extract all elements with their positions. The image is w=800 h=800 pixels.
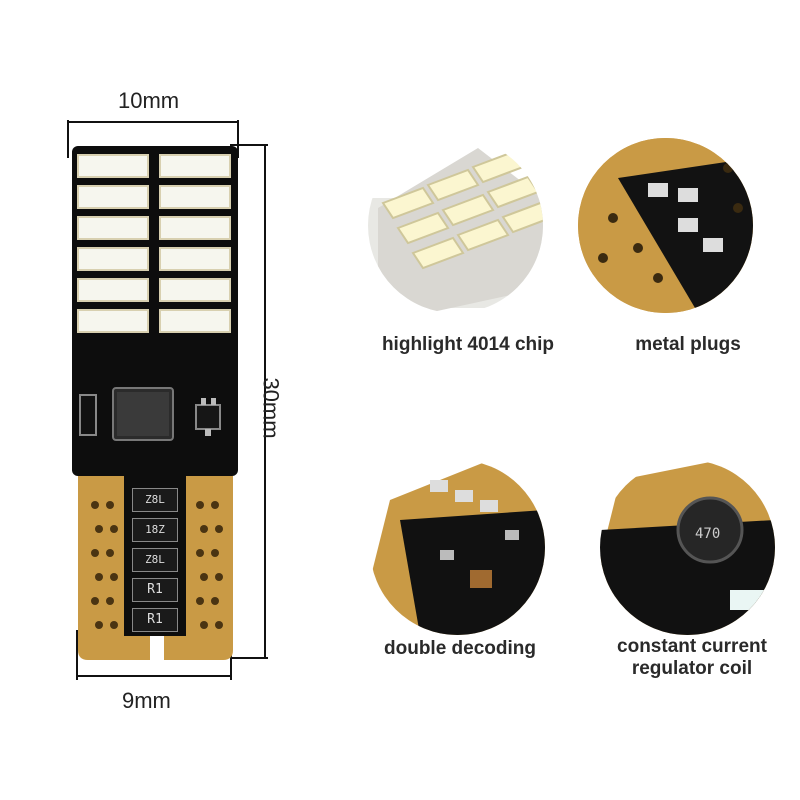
- solder-pad: [95, 525, 103, 533]
- led-chip: [77, 278, 149, 302]
- led-chip-closeup-item: [456, 218, 510, 252]
- solder-pad: [211, 597, 219, 605]
- solder-pad: [110, 525, 118, 533]
- feature-caption-coil: constant current regulator coil: [582, 636, 800, 680]
- resistor-label: R1: [132, 608, 178, 632]
- led-chip: [77, 216, 149, 240]
- height-label: 30mm: [258, 377, 284, 439]
- resistor-label: Z8L: [132, 548, 178, 572]
- solder-pad: [91, 501, 99, 509]
- led-chip-closeup-item: [441, 193, 495, 227]
- solder-pad: [215, 621, 223, 629]
- solder-pad: [106, 597, 114, 605]
- led-chip-closeup-item: [381, 186, 435, 220]
- feature-photo-plugs: [578, 138, 753, 313]
- solder-pad: [91, 597, 99, 605]
- top-width-label: 10mm: [118, 88, 180, 113]
- led-chip: [77, 309, 149, 333]
- solder-pad: [91, 549, 99, 557]
- solder-pad: [200, 573, 208, 581]
- coil-marking: 470: [695, 526, 720, 542]
- feature-caption-coil-line1: constant current: [617, 636, 767, 657]
- coil-closeup: 470: [600, 460, 775, 635]
- led-chip-closeup-item: [426, 168, 480, 202]
- led-chip-closeup-item: [396, 211, 450, 245]
- led-chip-closeup: [368, 148, 543, 313]
- solder-pad: [196, 597, 204, 605]
- solder-pad: [211, 501, 219, 509]
- led-chip: [159, 154, 231, 178]
- feature-caption-chip: highlight 4014 chip: [381, 334, 555, 355]
- metal-plug-closeup: [578, 138, 753, 313]
- led-chip-array: [77, 154, 231, 333]
- solder-pad: [106, 501, 114, 509]
- led-chip: [159, 185, 231, 209]
- resistor-column: Z8L 18Z Z8L R1 R1: [132, 488, 178, 632]
- led-chip-closeup-item: [411, 236, 465, 270]
- transistor: [195, 398, 221, 436]
- led-chip: [159, 247, 231, 271]
- solder-pad: [95, 621, 103, 629]
- bottom-width-label: 9mm: [122, 688, 171, 713]
- decoding-closeup: [370, 460, 545, 635]
- led-chip: [159, 309, 231, 333]
- solder-pad: [215, 573, 223, 581]
- solder-pad: [110, 573, 118, 581]
- diode: [79, 394, 97, 436]
- feature-caption-coil-line2: regulator coil: [631, 658, 753, 679]
- feature-caption-decoding: double decoding: [384, 638, 536, 659]
- solder-pad: [196, 501, 204, 509]
- regulator-chip: [112, 387, 174, 441]
- feature-photo-chips: [368, 138, 543, 313]
- resistor-label: R1: [132, 578, 178, 602]
- resistor-label: Z8L: [132, 488, 178, 512]
- solder-pad: [106, 549, 114, 557]
- led-chip-closeup-item: [501, 200, 543, 234]
- feature-photo-decoding: [370, 460, 545, 635]
- solder-pads: [91, 501, 223, 629]
- solder-pad: [200, 525, 208, 533]
- led-chip: [159, 216, 231, 240]
- solder-pad: [110, 621, 118, 629]
- solder-pad: [215, 525, 223, 533]
- solder-pad: [211, 549, 219, 557]
- solder-pad: [95, 573, 103, 581]
- led-chip: [77, 247, 149, 271]
- height-dimension: [230, 144, 268, 659]
- led-chip: [77, 185, 149, 209]
- top-width-dimension: [67, 120, 239, 158]
- led-chip: [77, 154, 149, 178]
- resistor-label: 18Z: [132, 518, 178, 542]
- solder-pad: [196, 549, 204, 557]
- feature-photo-coil: 470: [600, 460, 775, 635]
- feature-caption-plugs: metal plugs: [635, 334, 741, 355]
- solder-pad: [200, 621, 208, 629]
- led-chip: [159, 278, 231, 302]
